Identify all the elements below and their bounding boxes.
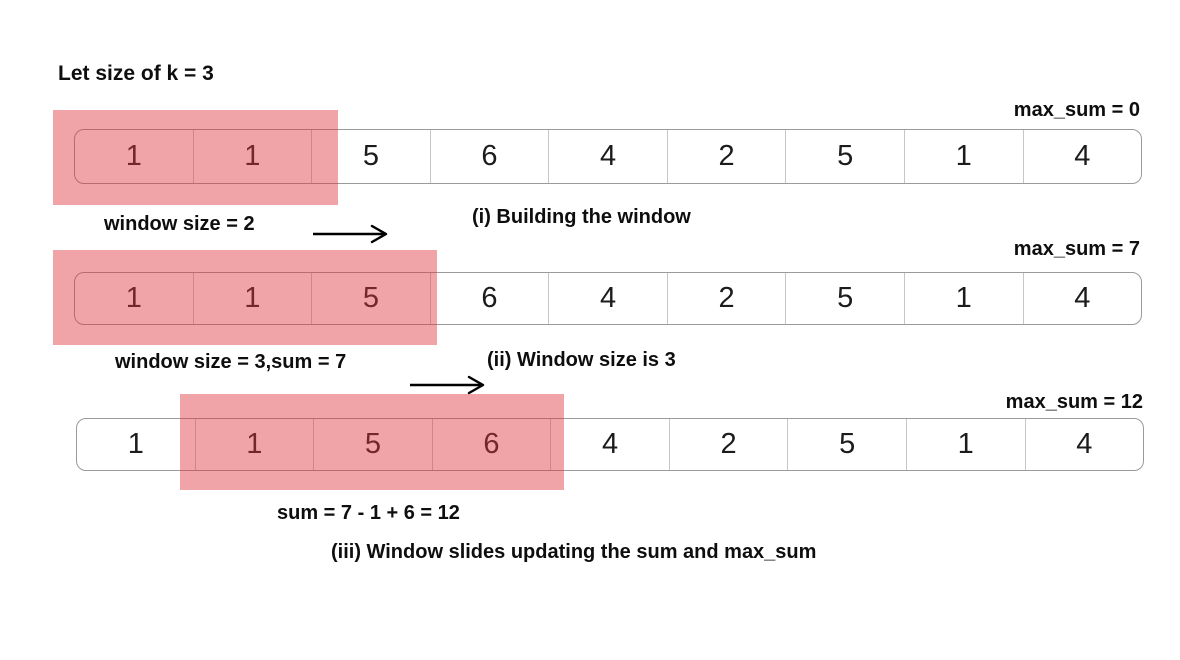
- window-highlight-step-3: [180, 394, 564, 490]
- caption-step-3: sum = 7 - 1 + 6 = 12: [277, 502, 460, 524]
- array-cell: 6: [431, 130, 550, 183]
- array-cell: 5: [312, 130, 431, 183]
- right-arrow-icon: [313, 224, 388, 244]
- caption-step-1: window size = 2: [104, 213, 255, 235]
- array-cell: 4: [549, 130, 668, 183]
- array-cell: 1: [905, 130, 1024, 183]
- array-cell: 5: [788, 419, 907, 470]
- step-label-1: (i) Building the window: [472, 206, 691, 228]
- array-cell: 2: [668, 130, 787, 183]
- array-step-2: 1 1 5 6 4 2 5 1 4: [74, 272, 1142, 325]
- max-sum-label-step-2: max_sum = 7: [1013, 238, 1140, 260]
- array-step-1: 1 1 5 6 4 2 5 1 4: [74, 129, 1142, 184]
- array-cell: 2: [668, 273, 787, 324]
- array-cell: 6: [431, 273, 550, 324]
- max-sum-label-step-1: max_sum = 0: [1013, 99, 1140, 121]
- array-cell: 1: [77, 419, 196, 470]
- step-label-3: (iii) Window slides updating the sum and…: [331, 541, 817, 563]
- array-cell: 4: [1074, 140, 1091, 172]
- right-arrow-icon: [410, 375, 485, 395]
- window-highlight-step-2: [53, 250, 437, 345]
- array-cell: 1: [196, 419, 315, 470]
- array-cell: 5: [786, 130, 905, 183]
- array-cell: 1: [905, 273, 1024, 324]
- array-cell: 4: [1074, 282, 1091, 314]
- array-cell: 5: [314, 419, 433, 470]
- array-cell: 4: [1076, 428, 1093, 460]
- array-cell: 1: [75, 273, 194, 324]
- array-cell: 1: [75, 130, 194, 183]
- array-cell: 2: [670, 419, 789, 470]
- array-cell: 4: [549, 273, 668, 324]
- array-cell: 1: [194, 130, 313, 183]
- array-cell: 6: [433, 419, 552, 470]
- step-label-2: (ii) Window size is 3: [487, 349, 676, 371]
- array-cell: 1: [907, 419, 1026, 470]
- max-sum-label-step-3: max_sum = 12: [1005, 391, 1143, 413]
- array-cell: 5: [786, 273, 905, 324]
- page-title: Let size of k = 3: [58, 62, 214, 85]
- array-cell: 1: [194, 273, 313, 324]
- array-step-3: 1 1 5 6 4 2 5 1 4: [76, 418, 1144, 471]
- array-cell: 4: [551, 419, 670, 470]
- window-highlight-step-1: [53, 110, 338, 205]
- array-cell: 5: [312, 273, 431, 324]
- caption-step-2: window size = 3,sum = 7: [115, 351, 347, 373]
